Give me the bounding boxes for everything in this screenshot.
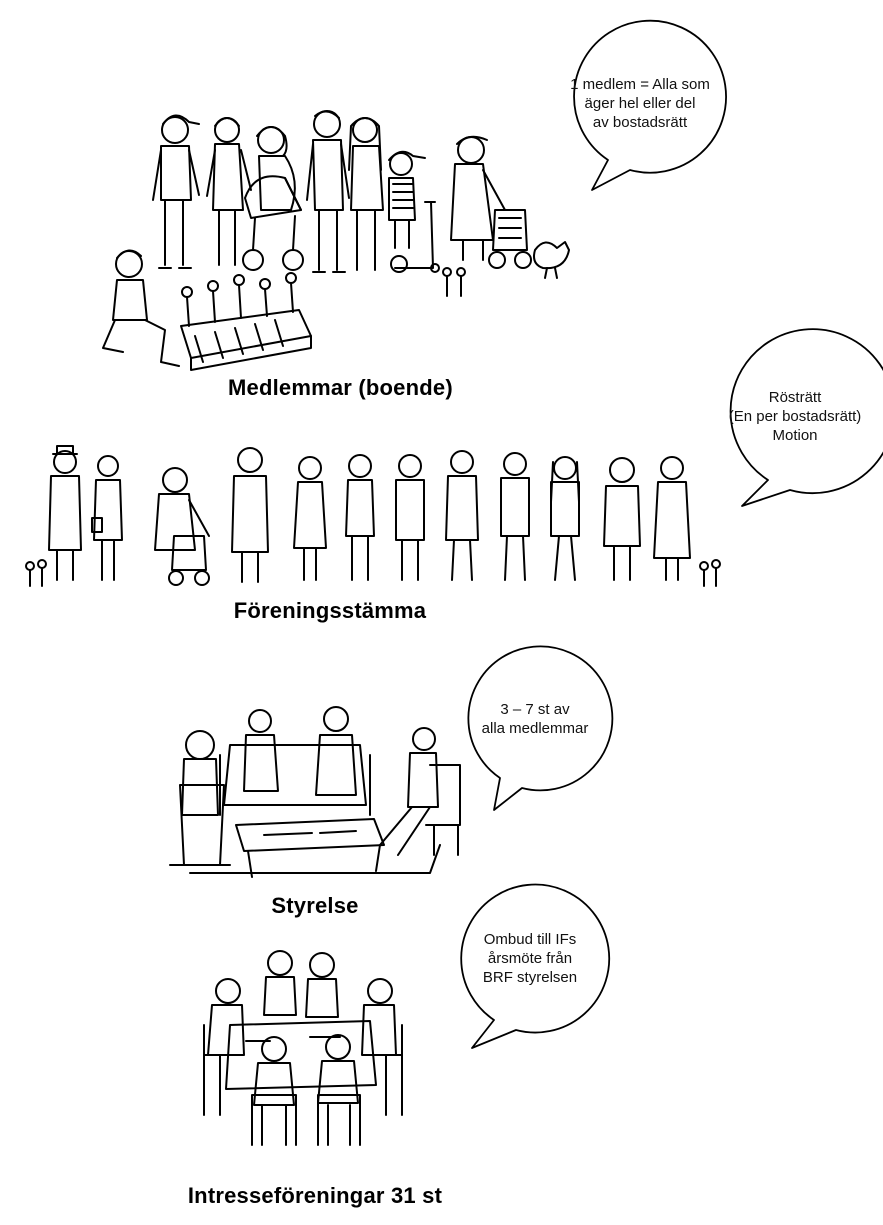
person-icon <box>379 727 439 856</box>
person-icon <box>152 114 200 269</box>
board-speech-bubble: 3 – 7 st av alla medlemmar <box>460 640 614 811</box>
bubble-line: 3 – 7 st av <box>500 701 570 718</box>
person-icon <box>315 706 357 796</box>
person-icon <box>207 978 245 1056</box>
scooter-icon <box>390 201 440 273</box>
table-icon <box>235 818 385 878</box>
bubble-line: 1 medlem = Alla som <box>570 76 710 93</box>
person-icon <box>253 1036 295 1106</box>
person-icon <box>256 126 296 211</box>
bubble-line: alla medlemmar <box>481 720 589 737</box>
rug-icon <box>189 844 441 874</box>
bubble-line: årsmöte från <box>487 950 573 967</box>
person-icon <box>306 110 350 273</box>
person-icon <box>388 150 426 249</box>
table-icon <box>225 1020 377 1090</box>
flowers-icon <box>25 559 721 587</box>
flower-bed-icon <box>180 272 312 371</box>
chair-icon <box>425 764 461 856</box>
board-illustration <box>160 695 470 885</box>
person-icon <box>102 249 180 367</box>
walker-icon <box>488 209 532 269</box>
person-icon <box>181 730 219 816</box>
person-icon <box>263 950 297 1016</box>
sofa-icon <box>219 744 371 816</box>
person-icon <box>450 135 506 261</box>
associations-illustration <box>190 945 410 1155</box>
chair-icon <box>169 784 231 866</box>
chair-icon <box>251 1094 297 1146</box>
bubble-line: Motion <box>772 427 818 444</box>
associations-caption: Intresseföreningar 31 st <box>187 1183 443 1208</box>
walker-icon <box>168 535 210 586</box>
person-icon <box>361 978 397 1056</box>
board-caption: Styrelse <box>271 893 359 918</box>
chair-icon <box>317 1094 361 1146</box>
bubble-line: Rösträtt <box>768 389 822 406</box>
assembly-illustration <box>10 440 740 600</box>
people-row <box>48 445 691 586</box>
person-icon <box>317 1034 359 1104</box>
members-illustration <box>95 100 585 375</box>
bubble-line: av bostadsrätt <box>592 114 688 131</box>
person-icon <box>206 117 252 266</box>
bubble-line: (En per bostadsrätt) <box>728 408 862 425</box>
person-icon <box>305 952 339 1018</box>
assembly-caption: Föreningsstämma <box>233 598 427 623</box>
members-speech-bubble: 1 medlem = Alla som äger hel eller del a… <box>560 19 727 191</box>
bubble-line: Ombud till IFs <box>483 931 577 948</box>
bubble-line: BRF styrelsen <box>482 969 578 986</box>
associations-speech-bubble: Ombud till IFs årsmöte från BRF styrelse… <box>450 880 611 1050</box>
person-icon <box>243 709 279 792</box>
assembly-speech-bubble: Rösträtt (En per bostadsrätt) Motion <box>710 328 883 510</box>
chair-icon <box>203 1024 229 1116</box>
pram-icon <box>242 175 304 271</box>
bubble-line: äger hel eller del <box>584 95 696 112</box>
chicken-icon <box>533 241 570 279</box>
members-caption: Medlemmar (boende) <box>228 375 453 400</box>
chair-icon <box>377 1024 403 1116</box>
person-icon <box>348 117 384 271</box>
flowers-icon <box>442 267 466 297</box>
